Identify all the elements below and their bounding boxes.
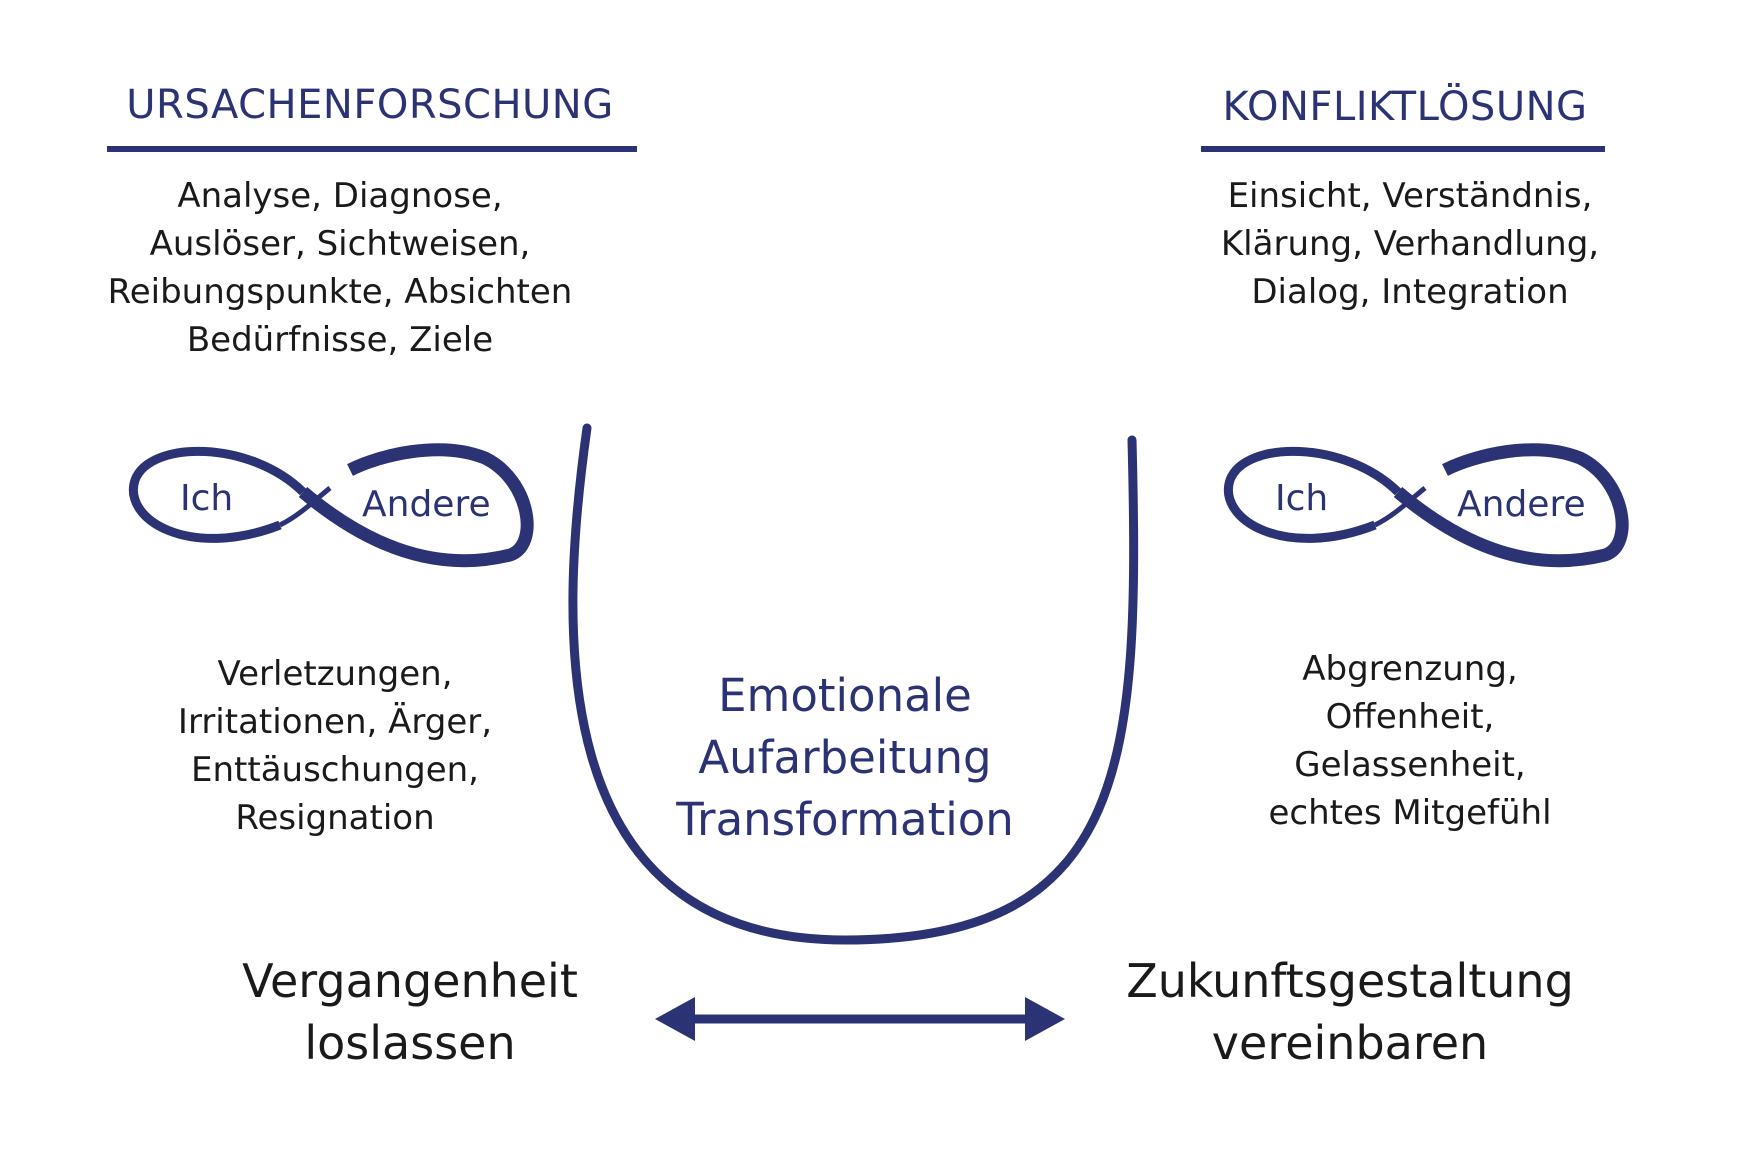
infinity-ribbon-right: [1223, 443, 1629, 568]
analysis-line: Dialog, Integration: [1251, 272, 1569, 312]
heading-konfliktloesung: KONFLIKTLÖSUNG: [1222, 84, 1588, 130]
emotion-line: echtes Mitgefühl: [1268, 793, 1552, 833]
infinity-label-ich-left: Ich: [180, 478, 234, 519]
emotion-line: Resignation: [235, 798, 435, 838]
center-line: Transformation: [676, 793, 1014, 846]
heading-underline-left: [107, 146, 637, 152]
analysis-line: Analyse, Diagnose,: [177, 176, 503, 216]
infinity-label-ich-right: Ich: [1275, 478, 1329, 519]
analysis-line: Auslöser, Sichtweisen,: [149, 224, 531, 264]
bottom-line: Zukunftsgestaltung: [1126, 954, 1574, 1008]
emotion-line: Enttäuschungen,: [191, 750, 479, 790]
center-label: Emotionale Aufarbeitung Transformation: [620, 665, 1070, 851]
bottom-line: vereinbaren: [1211, 1016, 1489, 1070]
u-curve: [568, 423, 1139, 945]
infinity-label-andere-right: Andere: [1457, 484, 1586, 525]
analysis-list-left: Analyse, Diagnose, Auslöser, Sichtweisen…: [40, 172, 640, 364]
bottom-line: Vergangenheit: [242, 954, 578, 1008]
emotion-line: Irritationen, Ärger,: [177, 702, 493, 742]
analysis-line: Bedürfnisse, Ziele: [186, 320, 494, 360]
bottom-label-right: Zukunftsgestaltung vereinbaren: [1060, 950, 1640, 1074]
heading-underline-right: [1201, 146, 1605, 152]
emotion-list-right: Abgrenzung, Offenheit, Gelassenheit, ech…: [1110, 645, 1710, 837]
analysis-list-right: Einsicht, Verständnis, Klärung, Verhandl…: [1110, 172, 1710, 316]
infinity-ribbon-left: [128, 443, 534, 568]
center-line: Emotionale: [718, 669, 972, 722]
emotion-line: Offenheit,: [1325, 697, 1495, 737]
bottom-label-left: Vergangenheit loslassen: [160, 950, 660, 1074]
emotion-line: Verletzungen,: [217, 654, 453, 694]
infinity-label-andere-left: Andere: [362, 484, 491, 525]
analysis-line: Einsicht, Verständnis,: [1227, 176, 1593, 216]
analysis-line: Klärung, Verhandlung,: [1220, 224, 1600, 264]
center-line: Aufarbeitung: [698, 731, 992, 784]
emotion-list-left: Verletzungen, Irritationen, Ärger, Enttä…: [40, 650, 630, 842]
emotion-line: Abgrenzung,: [1302, 649, 1518, 689]
heading-ursachenforschung: URSACHENFORSCHUNG: [126, 82, 614, 128]
double-arrow: [655, 997, 1065, 1041]
emotion-line: Gelassenheit,: [1294, 745, 1526, 785]
bottom-line: loslassen: [304, 1016, 516, 1070]
analysis-line: Reibungspunkte, Absichten: [107, 272, 573, 312]
